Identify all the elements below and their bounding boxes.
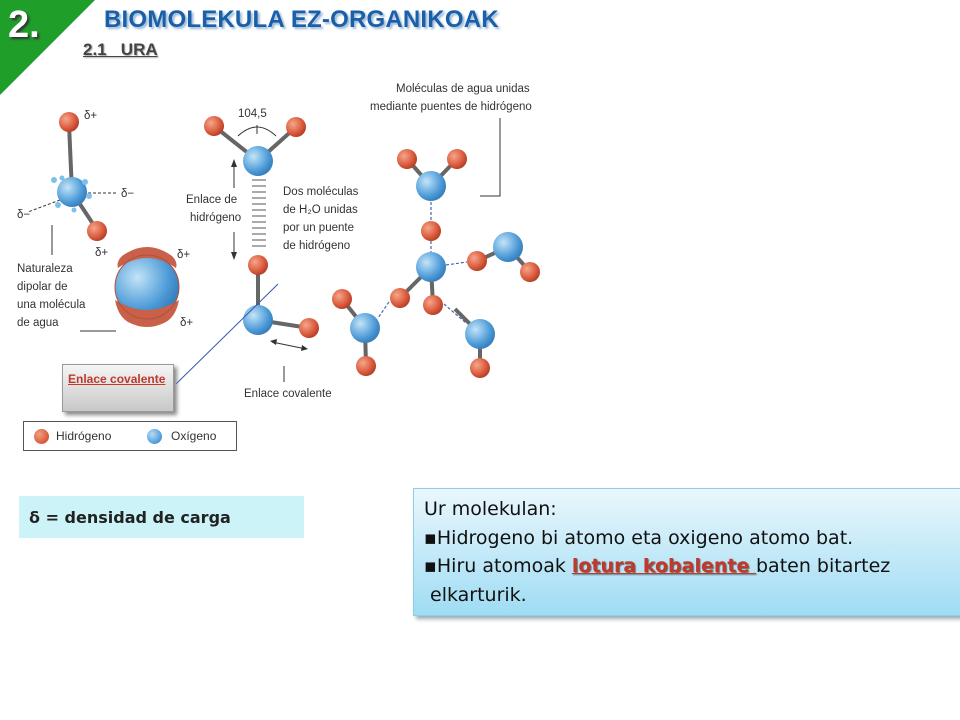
covalent-bond-callout: Enlace covalente (62, 364, 174, 412)
delta-definition-text: δ = densidad de carga (29, 508, 231, 527)
bullet-icon: ▪ (424, 527, 437, 549)
hydrogen-bond-label: Enlace de hidrógeno (186, 194, 241, 224)
oxygen-atom (243, 146, 273, 176)
hydrogen-atom (421, 221, 441, 241)
delta-plus-label: δ+ (95, 247, 108, 259)
water-info-box: Ur molekulan: ▪Hidrogeno bi atomo eta ox… (413, 488, 960, 616)
network-caption: Moléculas de agua unidas mediante puente… (370, 83, 533, 113)
hydrogen-atom (397, 149, 417, 169)
info-bullet-1: ▪Hidrogeno bi atomo eta oxigeno atomo ba… (424, 527, 854, 549)
legend-hydrogen-label: Hidrógeno (56, 429, 112, 443)
hydrogen-atom (356, 356, 376, 376)
oxygen-atom (416, 252, 446, 282)
hydrogen-atom (467, 251, 487, 271)
bond-angle-label: 104,5 (238, 108, 267, 120)
legend-oxygen-label: Oxígeno (171, 429, 217, 443)
hydrogen-atom (286, 117, 306, 137)
delta-definition-box: δ = densidad de carga (19, 496, 304, 538)
hydrogen-atom (447, 149, 467, 169)
dipolar-molecule: δ+ δ− δ− δ+ Naturaleza dipolar de una mo… (17, 110, 134, 332)
hydrogen-atom (248, 255, 268, 275)
section-number: 2. (8, 4, 40, 46)
hydrogen-atom (390, 288, 410, 308)
delta-plus-label: δ+ (180, 317, 193, 329)
water-network: Moléculas de agua unidas mediante puente… (332, 83, 540, 378)
hydrogen-swatch (34, 429, 49, 444)
hydrogen-atom (470, 358, 490, 378)
callout-text: Enlace covalente (68, 372, 166, 386)
hydrogen-atom (59, 112, 79, 132)
water-molecule-diagram: δ+ δ− δ− δ+ Naturaleza dipolar de una mo… (17, 83, 540, 400)
hydrogen-atom (87, 221, 107, 241)
hydrogen-atom (423, 295, 443, 315)
hydrogen-atom (332, 289, 352, 309)
hydrogen-bonded-pair: 104,5 Enlace de hidrógeno Dos moléculas … (186, 108, 362, 400)
bullet-icon: ▪ (424, 555, 437, 577)
hydrogen-atom (520, 262, 540, 282)
dipolar-caption: Naturaleza dipolar de una molécula de ag… (17, 263, 89, 329)
oxygen-atom (243, 305, 273, 335)
space-filling-molecule: δ+ δ+ (114, 247, 193, 329)
delta-minus-label: δ− (121, 188, 134, 200)
section-corner-badge (0, 0, 95, 95)
page-subtitle: 2.1 URA (83, 40, 158, 59)
hydrogen-atom (299, 318, 319, 338)
page-title: BIOMOLEKULA EZ-ORGANIKOAK (104, 6, 499, 33)
covalent-bond-label: Enlace covalente (244, 388, 332, 400)
covalent-bond-link[interactable]: lotura kobalente (571, 555, 756, 577)
delta-plus-label: δ+ (84, 110, 97, 122)
oxygen-atom (350, 313, 380, 343)
oxygen-atom (416, 171, 446, 201)
oxygen-atom (465, 319, 495, 349)
info-heading: Ur molekulan: (424, 498, 557, 520)
info-bullet-2: ▪Hiru atomoak lotura kobalente baten bit… (424, 555, 891, 577)
oxygen-atom (493, 232, 523, 262)
oxygen-swatch (147, 429, 162, 444)
oxygen-atom (57, 177, 87, 207)
hydrogen-atom (204, 116, 224, 136)
info-bullet-2-continuation: elkarturik. (430, 584, 527, 606)
delta-minus-label: δ− (17, 209, 30, 221)
two-molecules-caption: Dos moléculas de H₂O unidas por un puent… (283, 186, 362, 252)
delta-plus-label: δ+ (177, 249, 190, 261)
atom-legend: Hidrógeno Oxígeno (23, 421, 237, 451)
